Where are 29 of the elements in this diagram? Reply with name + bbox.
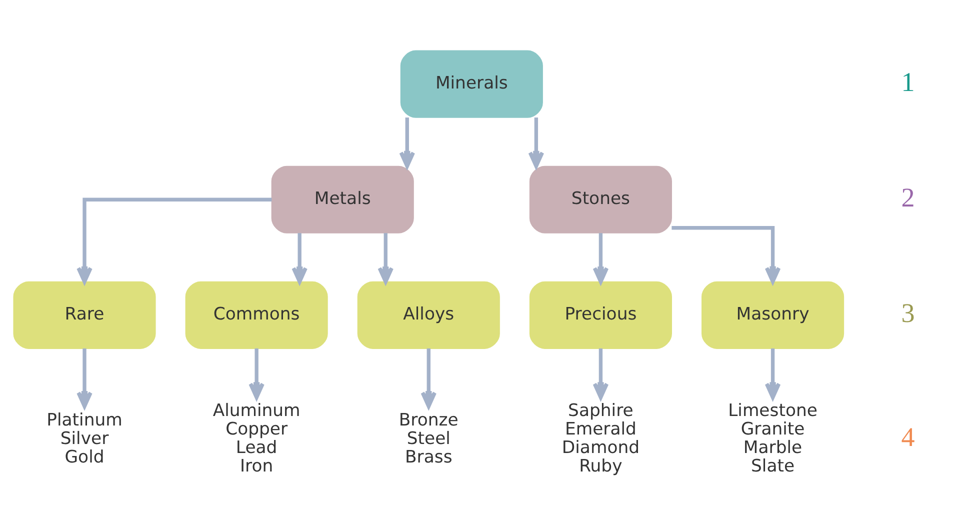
node-box: Precious bbox=[529, 281, 672, 349]
arrow bbox=[248, 348, 264, 400]
label: 3 bbox=[901, 298, 915, 328]
label: 2 bbox=[901, 182, 915, 213]
node-text: Saphire Emerald Diamond Ruby bbox=[562, 401, 640, 476]
arrow bbox=[399, 118, 416, 168]
arrow bbox=[378, 233, 394, 284]
node-box: Metals bbox=[271, 166, 414, 234]
arrow bbox=[292, 233, 308, 284]
node-box: Masonry bbox=[702, 281, 844, 349]
node-box: Commons bbox=[185, 281, 328, 349]
node-box: Rare bbox=[13, 281, 156, 349]
arrow bbox=[592, 233, 609, 284]
label: 4 bbox=[901, 422, 915, 452]
node-text: Platinum Silver Gold bbox=[46, 410, 122, 468]
arrow bbox=[76, 198, 272, 284]
node-box: Alloys bbox=[357, 281, 500, 349]
node-text: Bronze Steel Brass bbox=[398, 410, 458, 468]
arrow bbox=[76, 348, 92, 408]
node-box: Minerals bbox=[400, 50, 543, 118]
arrow bbox=[672, 226, 781, 284]
arrow bbox=[420, 348, 437, 408]
node-box: Stones bbox=[529, 166, 672, 234]
arrow bbox=[592, 348, 609, 400]
node-text: Aluminum Copper Lead Iron bbox=[212, 401, 300, 476]
arrow bbox=[528, 118, 544, 168]
label: 1 bbox=[901, 66, 915, 97]
node-text: Limestone Granite Marble Slate bbox=[728, 401, 818, 476]
arrow bbox=[764, 348, 781, 400]
